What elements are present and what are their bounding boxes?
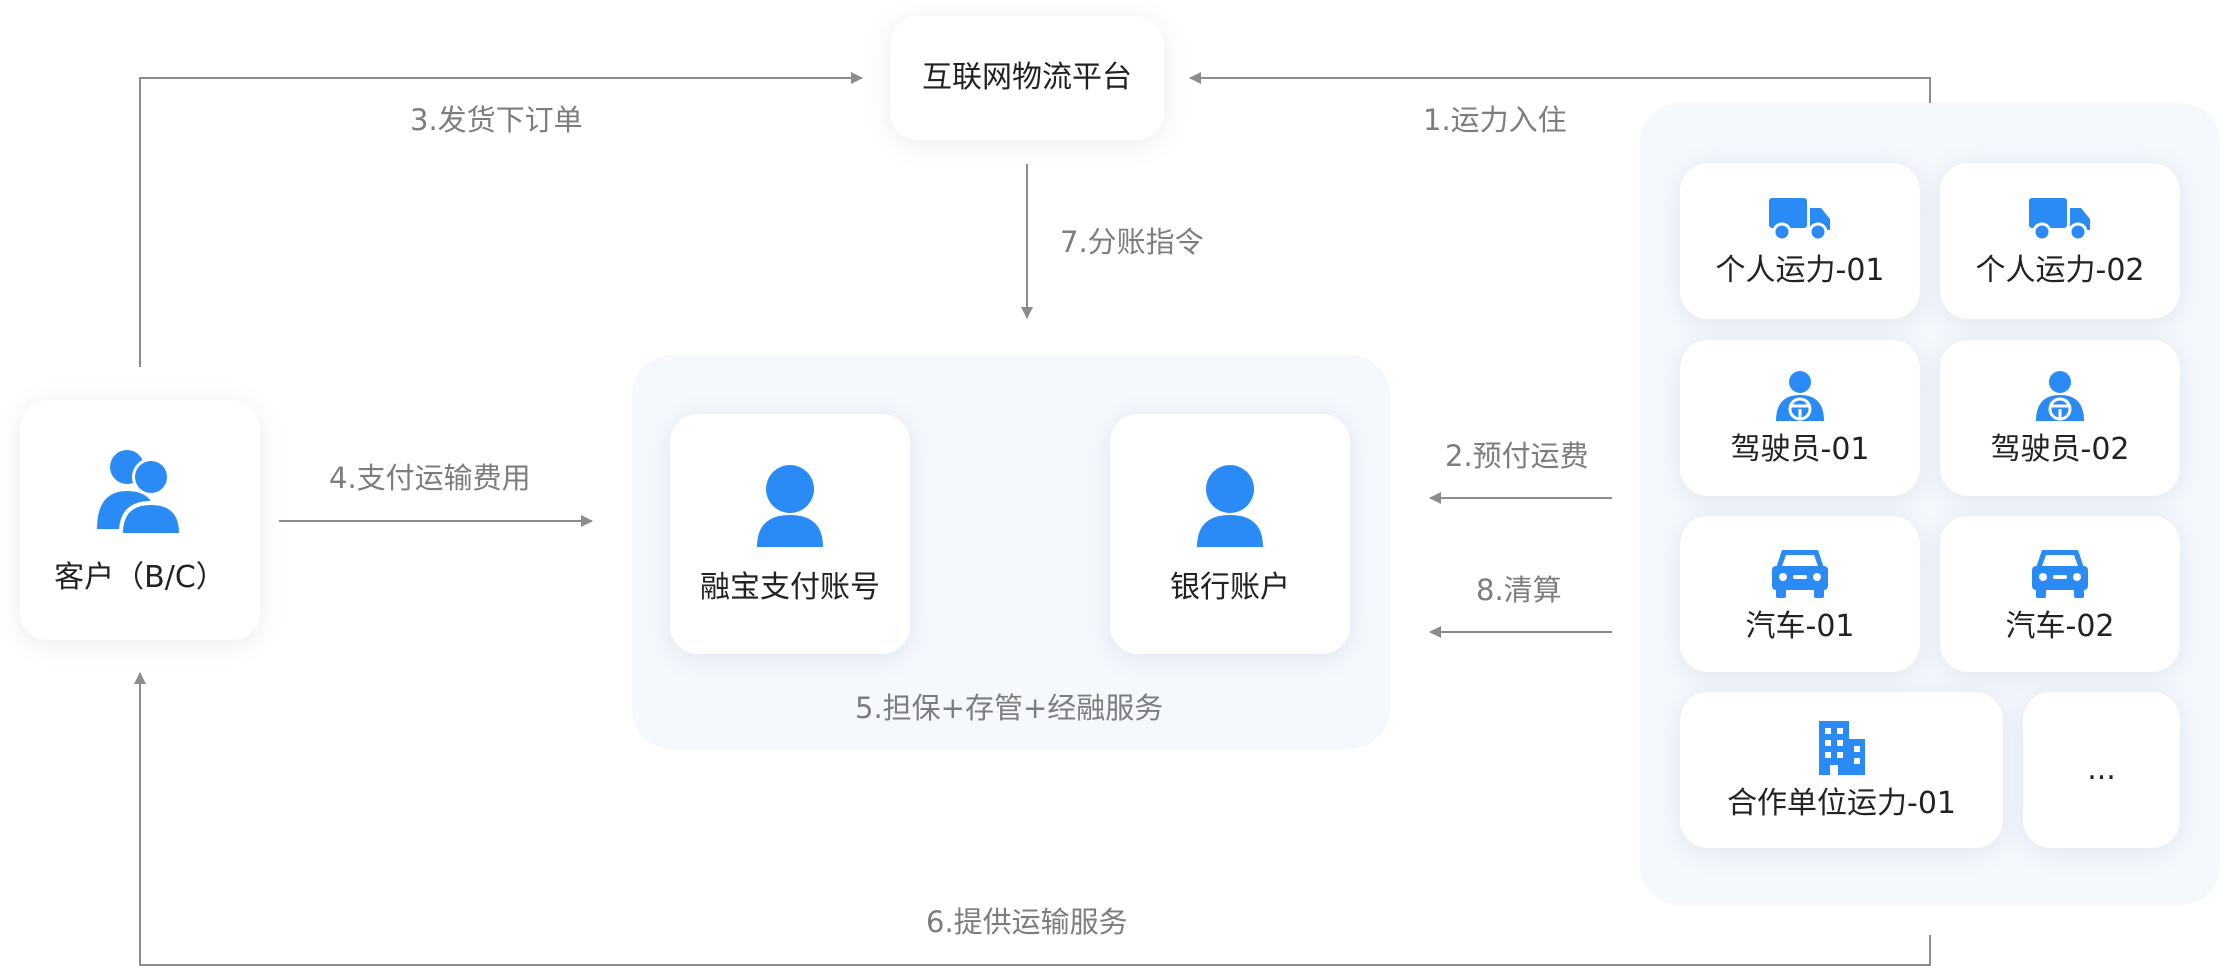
rongbao-account-node: 融宝支付账号 xyxy=(670,414,910,654)
carrier-label: 个人运力-01 xyxy=(1715,253,1885,288)
carrier-label: 汽车-01 xyxy=(1745,609,1855,644)
step-2-label: 2.预付运费 xyxy=(1445,439,1589,473)
customer-node: 客户（B/C） xyxy=(20,400,260,640)
users-icon xyxy=(97,450,183,533)
step-7-label: 7.分账指令 xyxy=(1060,225,1204,259)
rongbao-account-label: 融宝支付账号 xyxy=(700,570,880,605)
carrier-card: 汽车-02 xyxy=(1940,516,2180,672)
truck-icon xyxy=(2029,198,2090,242)
step-3-label: 3.发货下订单 xyxy=(410,103,583,137)
bank-account-node: 银行账户 xyxy=(1110,414,1350,654)
car-icon xyxy=(1772,550,1828,598)
bank-account-label: 银行账户 xyxy=(1170,570,1290,605)
user-icon xyxy=(757,465,823,547)
panel-caption: 5.担保+存管+经融服务 xyxy=(855,691,1164,725)
step-4-label: 4.支付运输费用 xyxy=(329,461,531,495)
carrier-card: 驾驶员-01 xyxy=(1680,340,1920,496)
carrier-label: 合作单位运力-01 xyxy=(1727,786,1956,821)
platform-node: 互联网物流平台 xyxy=(890,16,1164,140)
driver-icon xyxy=(1776,371,1824,421)
platform-label: 互联网物流平台 xyxy=(922,60,1132,95)
arrow-transport-service xyxy=(134,672,1931,966)
carrier-card: 合作单位运力-01 xyxy=(1680,692,2003,848)
step-1-label: 1.运力入住 xyxy=(1423,103,1567,137)
carrier-card: 驾驶员-02 xyxy=(1940,340,2180,496)
carrier-card: 汽车-01 xyxy=(1680,516,1920,672)
user-icon xyxy=(1197,465,1263,547)
step-6-label: 6.提供运输服务 xyxy=(926,905,1128,939)
carrier-label: 驾驶员-01 xyxy=(1730,432,1870,467)
customer-label: 客户（B/C） xyxy=(54,560,226,595)
driver-icon xyxy=(2036,371,2084,421)
more-label: ... xyxy=(2087,752,2116,787)
carrier-card-more: ... xyxy=(2023,692,2180,848)
car-icon xyxy=(2032,550,2088,598)
carrier-label: 个人运力-02 xyxy=(1975,253,2145,288)
arrow-carrier-join xyxy=(1189,72,1931,103)
carrier-label: 驾驶员-02 xyxy=(1990,432,2130,467)
step-8-label: 8.清算 xyxy=(1476,573,1562,607)
carrier-card: 个人运力-02 xyxy=(1940,163,2180,319)
arrow-order xyxy=(139,72,863,367)
carrier-card: 个人运力-01 xyxy=(1680,163,1920,319)
carrier-label: 汽车-02 xyxy=(2005,609,2115,644)
truck-icon xyxy=(1769,198,1830,242)
building-icon xyxy=(1818,721,1865,775)
